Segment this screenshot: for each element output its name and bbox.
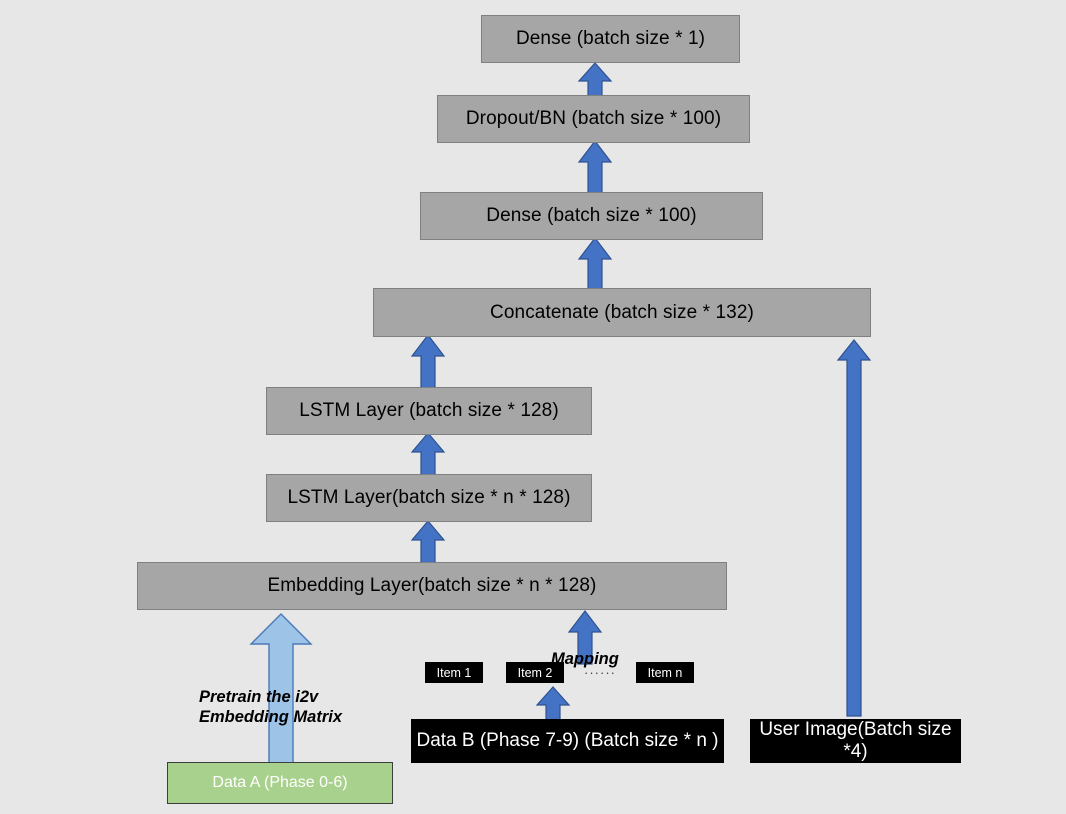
layer-concatenate-label: Concatenate (batch size * 132): [490, 301, 754, 323]
input-data-a[interactable]: Data A (Phase 0-6): [167, 762, 393, 804]
arrow-user-image-to-concatenate: [836, 338, 872, 718]
arrow-concatenate-to-dense100: [577, 237, 613, 292]
annotation-mapping: Mapping: [551, 628, 619, 669]
chip-item-1[interactable]: Item 1: [425, 662, 483, 683]
layer-dropout-bn[interactable]: Dropout/BN (batch size * 100): [437, 95, 750, 143]
layer-dense-output[interactable]: Dense (batch size * 1): [481, 15, 740, 63]
chip-item-2-label: Item 2: [517, 665, 553, 680]
chip-item-1-label: Item 1: [436, 665, 472, 680]
layer-concatenate[interactable]: Concatenate (batch size * 132): [373, 288, 871, 337]
layer-embedding-label: Embedding Layer(batch size * n * 128): [267, 575, 597, 596]
layer-lstm-bottom-label: LSTM Layer(batch size * n * 128): [287, 487, 571, 508]
layer-dropout-bn-label: Dropout/BN (batch size * 100): [465, 108, 722, 129]
input-data-a-label: Data A (Phase 0-6): [212, 774, 348, 791]
chip-item-2[interactable]: Item 2: [506, 662, 564, 683]
items-ellipsis: ······: [584, 665, 616, 680]
arrow-lstm-top-to-concatenate: [410, 334, 446, 392]
arrow-lstm-bottom-to-lstm-top: [410, 432, 446, 478]
layer-dense-100[interactable]: Dense (batch size * 100): [420, 192, 763, 240]
annotation-mapping-label: Mapping: [551, 649, 619, 668]
layer-lstm-bottom[interactable]: LSTM Layer(batch size * n * 128): [266, 474, 592, 522]
annotation-pretrain: Pretrain the i2v Embedding Matrix: [199, 666, 342, 728]
arrow-embedding-to-lstm-bottom: [410, 520, 446, 566]
layer-dense-output-label: Dense (batch size * 1): [515, 28, 706, 49]
input-data-b[interactable]: Data B (Phase 7-9) (Batch size * n ): [411, 719, 724, 763]
chip-item-n-label: Item n: [647, 665, 683, 680]
items-ellipsis-label: ······: [584, 665, 616, 680]
arrow-mapping-to-embedding: [567, 610, 603, 665]
input-data-b-label: Data B (Phase 7-9) (Batch size * n ): [416, 730, 719, 751]
annotation-pretrain-label: Pretrain the i2v Embedding Matrix: [199, 687, 343, 727]
layer-embedding[interactable]: Embedding Layer(batch size * n * 128): [137, 562, 727, 610]
input-user-image[interactable]: User Image(Batch size *4): [750, 719, 961, 763]
layer-dense-100-label: Dense (batch size * 100): [486, 205, 697, 226]
chip-item-n[interactable]: Item n: [636, 662, 694, 683]
input-user-image-label: User Image(Batch size *4): [759, 719, 952, 762]
layer-lstm-top[interactable]: LSTM Layer (batch size * 128): [266, 387, 592, 435]
arrow-dense100-to-dropout: [577, 140, 613, 195]
arrow-dropout-to-dense-out: [577, 62, 613, 98]
layer-lstm-top-label: LSTM Layer (batch size * 128): [299, 400, 559, 421]
